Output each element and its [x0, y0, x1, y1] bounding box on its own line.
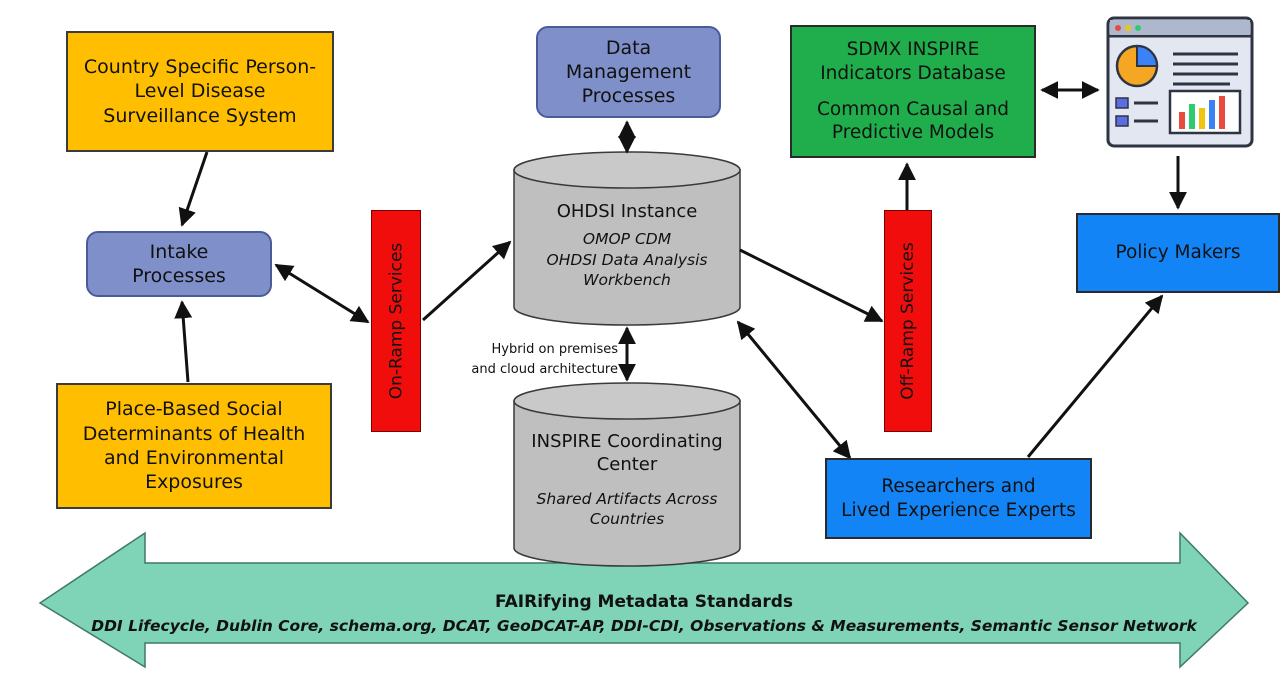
coordinating-sub-line: Countries: [589, 509, 665, 528]
hybrid-architecture-note: Hybrid on premises and cloud architectur…: [420, 340, 618, 379]
intake-processes-box: Intake Processes: [86, 231, 272, 297]
ohdsi-instance-text: OHDSI Instance OMOP CDM OHDSI Data Analy…: [514, 200, 740, 290]
on-ramp-services-bar: On-Ramp Services: [371, 210, 421, 432]
coordinating-center-text: INSPIRE Coordinating Center Shared Artif…: [514, 430, 740, 529]
coordinating-center-cylinder: [513, 382, 741, 567]
box-line: Management: [565, 60, 692, 83]
box-line: Processes: [581, 85, 676, 108]
box-line: Processes: [132, 265, 226, 287]
coordinating-title-line: Center: [596, 454, 658, 476]
ohdsi-sub-line: OHDSI Data Analysis: [546, 250, 708, 269]
ohdsi-sub-line: OMOP CDM: [582, 230, 672, 249]
banner-subtitle: DDI Lifecycle, Dublin Core, schema.org, …: [91, 617, 1197, 635]
ohdsi-cylinder: [513, 151, 741, 326]
off-ramp-services-bar: Off-Ramp Services: [884, 210, 932, 432]
box-line: Determinants of Health: [82, 422, 306, 445]
box-line: Country Specific Person-: [83, 56, 317, 79]
ohdsi-title: OHDSI Instance: [556, 201, 698, 222]
box-line: Predictive Models: [831, 122, 995, 144]
note-line: Hybrid on premises: [491, 342, 618, 357]
country-surveillance-box: Country Specific Person- Level Disease S…: [66, 31, 334, 152]
researchers-box: Researchers and Lived Experience Experts: [825, 458, 1092, 539]
banner-title: FAIRifying Metadata Standards: [494, 592, 793, 612]
policy-makers-box: Policy Makers: [1076, 213, 1280, 293]
note-line: and cloud architecture: [471, 361, 618, 377]
on-ramp-label: On-Ramp Services: [386, 242, 406, 400]
metadata-standards-banner: [38, 531, 1250, 669]
box-line: Researchers and: [881, 475, 1036, 497]
dashboard-icon: [1103, 12, 1257, 153]
box-line: and Environmental: [103, 447, 285, 469]
coordinating-sub-line: Shared Artifacts Across: [536, 489, 718, 508]
box-line: Level Disease: [134, 80, 266, 103]
box-line: Indicators Database: [820, 62, 1006, 84]
box-line: Place-Based Social: [105, 398, 283, 421]
off-ramp-label: Off-Ramp Services: [898, 242, 918, 400]
sdmx-indicators-box: SDMX INSPIRE Indicators Database Common …: [790, 25, 1036, 158]
ohdsi-sub-line: Workbench: [583, 270, 671, 289]
connector-arrows: [174, 81, 1187, 460]
social-determinants-box: Place-Based Social Determinants of Healt…: [56, 383, 332, 509]
data-management-box: Data Management Processes: [536, 26, 721, 118]
box-line: Common Causal and: [817, 98, 1009, 120]
box-line: Exposures: [145, 471, 243, 494]
box-line: Surveillance System: [103, 104, 297, 127]
box-line: SDMX INSPIRE: [846, 39, 980, 61]
box-line: Policy Makers: [1115, 242, 1241, 264]
box-line: Lived Experience Experts: [841, 499, 1076, 521]
box-line: Intake: [149, 240, 209, 263]
coordinating-title-line: INSPIRE Coordinating: [531, 431, 723, 452]
box-line: Data: [605, 36, 652, 59]
